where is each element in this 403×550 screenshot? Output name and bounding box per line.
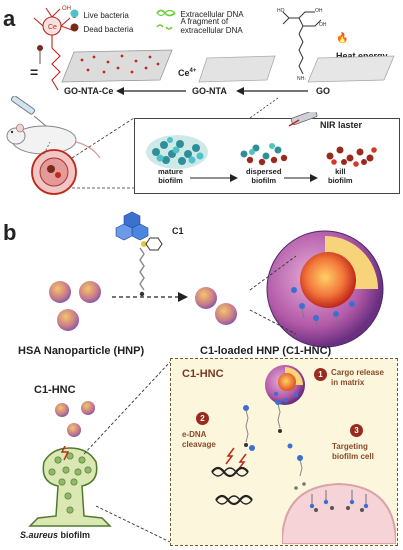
go-label: GO xyxy=(316,86,331,96)
dispersed-line-1: dispersed xyxy=(246,167,282,176)
svg-text:OH: OH xyxy=(319,22,327,28)
mature-line-2: biofilm xyxy=(158,175,183,185)
panel-b-letter: b xyxy=(3,220,17,245)
legend-edna-label: Extracellular DNA xyxy=(180,10,244,19)
svg-text:HO: HO xyxy=(277,8,285,14)
legend-dead-label: Dead bacteria xyxy=(83,25,134,34)
dispersed-biofilm-label: dispersed biofilm xyxy=(246,167,282,185)
step-1-label: Cargo release in matrix xyxy=(331,368,384,387)
c1-hnc-cutaway-sphere xyxy=(266,230,384,348)
nir-laser-label: NIR laster xyxy=(320,120,363,130)
step-1-line-1: Cargo release xyxy=(331,368,384,377)
step-3-line-1: Targeting xyxy=(332,442,368,451)
dispersed-line-2: biofilm xyxy=(251,175,277,185)
mature-biofilm-label: mature biofilm xyxy=(158,167,184,185)
dna-fragment-icon xyxy=(156,24,173,30)
biofilm-mushroom xyxy=(28,446,112,527)
mature-line-1: mature xyxy=(158,167,184,176)
fragment-line-1: A fragment of xyxy=(180,17,229,26)
killed-biofilm-cluster xyxy=(326,146,377,167)
nir-laser-icon xyxy=(288,112,318,127)
go-nta-label: GO-NTA xyxy=(192,86,227,96)
step-1-line-2: in matrix xyxy=(331,377,365,387)
fragment-line-2: extracellular DNA xyxy=(180,26,243,36)
legend-dead-bacteria: Dead bacteria xyxy=(70,19,133,37)
live-bacteria-icon xyxy=(70,9,79,18)
ce-ion-text: Ce xyxy=(178,68,190,78)
ce-ion-label: Ce4+ xyxy=(178,68,196,78)
go-sheet xyxy=(307,55,395,83)
step-2-badge: 2 xyxy=(196,412,209,425)
mechanism-title: C1-HNC xyxy=(182,368,224,380)
releasing-sphere xyxy=(265,365,305,405)
dna-fragments xyxy=(211,466,253,506)
c1-hnp-label: C1-loaded HNP (C1-HNC) xyxy=(200,345,332,357)
go-nta-ce-sheet xyxy=(61,49,173,83)
legend-live-label: Live bacteria xyxy=(83,11,129,20)
dashed-arrow xyxy=(112,292,188,302)
nta-chain-structure: HO OH OH NH₂ xyxy=(277,8,327,80)
biofilm-label: S.aureus biofilm xyxy=(20,530,90,540)
c1-molecule xyxy=(115,211,163,297)
synthesis-arrows xyxy=(116,87,308,95)
step-2-line-2: cleavage xyxy=(182,439,216,449)
nta-molecule-diagram: Ce OH O xyxy=(33,6,77,91)
step-1-badge: 1 xyxy=(314,368,327,381)
step-3-label: Targeting biofilm cell xyxy=(332,442,374,461)
ce-ion-charge: 4+ xyxy=(189,68,197,74)
svg-text:Ce: Ce xyxy=(48,24,57,31)
c1-hnc-small-particles xyxy=(55,401,95,437)
c1-label: C1 xyxy=(172,226,184,236)
legend-heat-energy: 🔥 Heat energy xyxy=(336,28,403,64)
biofilm-process-arrows xyxy=(190,174,318,182)
biofilm-word: biofilm xyxy=(58,530,91,540)
hnp-nanoparticles xyxy=(49,281,101,331)
mouse-with-syringe xyxy=(6,96,101,195)
kill-biofilm-label: kill biofilm xyxy=(328,167,353,185)
flame-icon: 🔥 xyxy=(336,33,349,44)
kill-line-1: kill xyxy=(335,167,346,176)
mature-biofilm-cluster xyxy=(146,135,208,169)
svg-text:OH: OH xyxy=(62,6,71,12)
legend-extracellular-dna: Extracellular DNA xyxy=(156,4,244,22)
biofilm-callout-lines xyxy=(83,361,171,543)
legend-fragment-label: A fragment of extracellular DNA xyxy=(180,17,242,35)
equals-sign: = xyxy=(30,64,39,80)
biofilm-cell xyxy=(282,482,396,544)
dispersed-biofilm-cluster xyxy=(240,143,288,166)
legend-dna-fragment: A fragment of extracellular DNA xyxy=(156,17,243,35)
step-3-badge: 3 xyxy=(350,424,363,437)
hnp-label: HSA Nanoparticle (HNP) xyxy=(18,345,145,357)
go-nta-sheet xyxy=(198,55,276,83)
dead-bacteria-icon xyxy=(70,23,79,32)
step-2-line-1: e-DNA xyxy=(182,430,207,439)
go-nta-ce-label: GO-NTA-Ce xyxy=(64,86,114,96)
svg-text:NH₂: NH₂ xyxy=(297,76,306,80)
zoom-callout-lines xyxy=(71,97,279,189)
step-3-line-2: biofilm cell xyxy=(332,451,374,461)
sphere-zoom-lines xyxy=(249,255,297,335)
heat-energy-label: Heat energy xyxy=(336,51,388,61)
c1-hnc-side-label: C1-HNC xyxy=(34,384,76,396)
panel-a-letter: a xyxy=(3,6,16,31)
step-2-label: e-DNA cleavage xyxy=(182,430,216,449)
kill-line-2: biofilm xyxy=(328,175,353,185)
biofilm-species: S.aureus xyxy=(20,530,59,540)
svg-text:OH: OH xyxy=(315,8,323,14)
mechanism-molecules xyxy=(225,400,303,477)
legend-live-bacteria: Live bacteria xyxy=(70,5,129,23)
c1-hnc-nanoparticles xyxy=(195,287,237,325)
dna-strand-icon xyxy=(156,9,176,17)
